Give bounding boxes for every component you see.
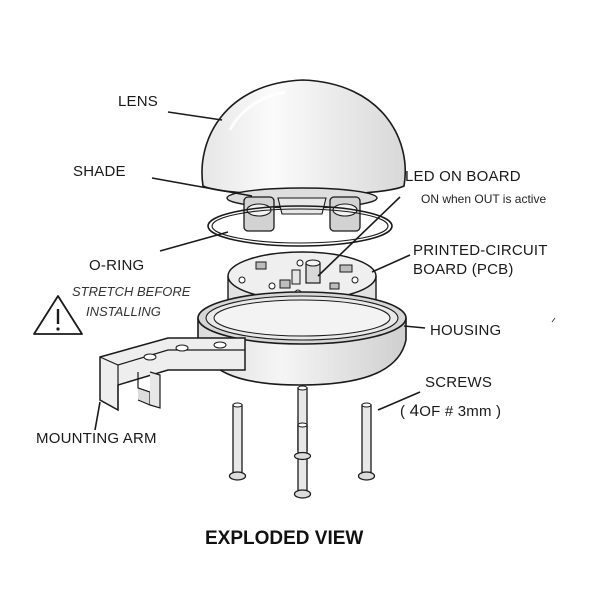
label-shade: SHADE [73,163,126,180]
screws-count-number: 4 [409,401,420,420]
lens-dome [201,79,406,196]
housing [197,291,407,386]
screws-count-unit: OF # 3mm [419,403,492,420]
leader-pcb [371,254,411,273]
label-mounting-arm: MOUNTING ARM [36,430,157,447]
screw-center-front [293,422,312,499]
leader-housing [403,325,426,329]
label-lens: LENS [118,93,158,110]
mounting-arm [99,337,246,412]
label-stretch-line1: STRETCH BEFORE [72,284,191,299]
label-screws: SCREWS [425,374,493,391]
screws-count-open-paren: ( [400,403,410,420]
label-led-note: ON when OUT is active [421,192,547,206]
label-housing: HOUSING [430,322,502,339]
label-pcb-line2: BOARD (PCB) [413,261,514,278]
o-ring [207,205,393,247]
label-stretch-line2: INSTALLING [86,304,161,319]
label-o-ring: O-RING [89,257,145,274]
screws-count-close-paren: ) [491,403,502,420]
screw-right [357,402,376,481]
diagram-title: EXPLODED VIEW [205,528,364,549]
leader-led [317,196,401,277]
stray-mark [551,317,556,323]
label-pcb-line1: PRINTED-CIRCUIT [413,242,548,259]
warning-triangle-icon [33,295,83,335]
leader-o-ring [159,231,229,252]
screw-left [228,402,247,481]
leader-lines [94,111,426,431]
leader-screws [377,391,421,411]
leader-mounting-arm [94,401,101,431]
label-led-on-board: LED ON BOARD [405,168,521,185]
leader-shade [151,177,253,197]
leader-lens [167,111,223,121]
label-screws-count: ( 4OF # 3mm ) [400,401,501,421]
